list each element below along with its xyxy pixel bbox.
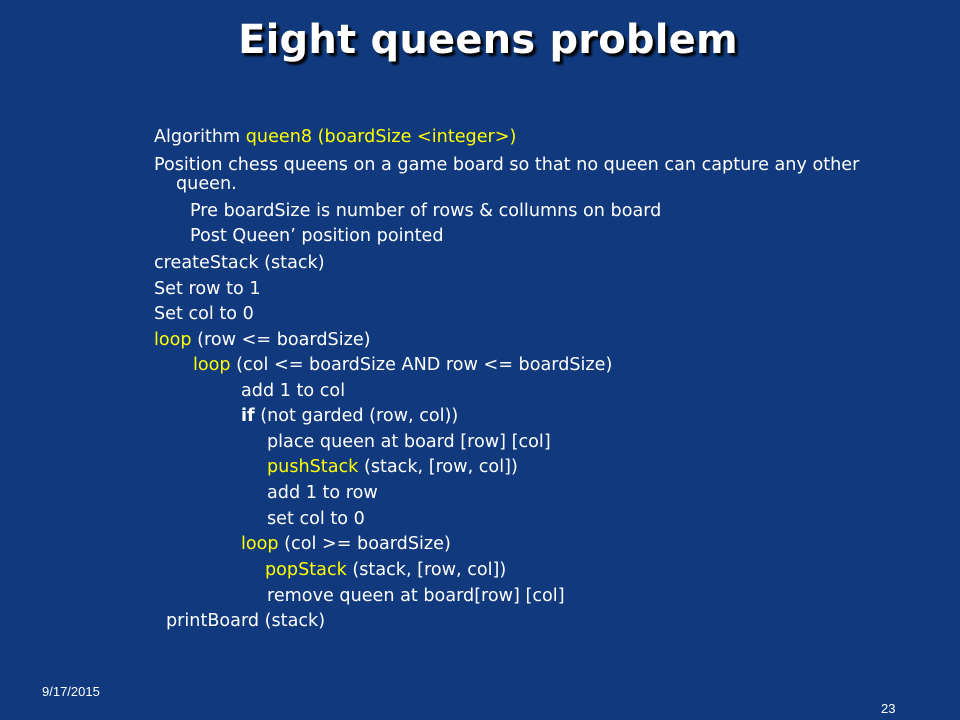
if-line: if (not garded (row, col)) [241,406,458,427]
push-stack-keyword: pushStack [267,457,359,477]
set-col-line: Set col to 0 [154,304,254,324]
if-condition: (not garded (row, col)) [254,406,459,426]
push-stack-args: (stack, [row, col]) [358,457,518,477]
inner-loop-line: loop (col <= boardSize AND row <= boardS… [193,355,612,376]
slide-number: 23 [881,701,896,716]
add-col-line: add 1 to col [241,381,346,401]
inner-loop-keyword: loop [193,355,231,375]
purpose-line-1: Position chess queens on a game board so… [154,155,860,175]
outer-loop-keyword: loop [154,330,192,350]
remove-queen-line: remove queen at board[row] [col] [267,586,565,606]
reset-col-line: set col to 0 [267,509,365,529]
push-stack-line: pushStack (stack, [row, col]) [267,457,518,478]
create-stack-line: createStack (stack) [154,253,325,273]
algorithm-prefix: Algorithm [154,127,246,147]
slide-title: Eight queens problem [238,17,738,63]
add-row-line: add 1 to row [267,483,378,503]
algorithm-header-line: Algorithm queen8 (boardSize <integer>) [154,127,516,148]
loop-back-condition: (col >= boardSize) [278,534,451,554]
purpose-line-2: queen. [176,174,237,194]
loop-back-line: loop (col >= boardSize) [241,534,451,555]
algorithm-signature: queen8 (boardSize <integer>) [245,127,517,147]
slide-date: 9/17/2015 [42,684,100,699]
if-keyword: if [241,406,255,426]
pop-stack-keyword: popStack [265,560,347,580]
place-queen-line: place queen at board [row] [col] [267,432,551,452]
pop-stack-line: popStack (stack, [row, col]) [265,560,506,581]
pop-stack-args: (stack, [row, col]) [346,560,507,580]
outer-loop-line: loop (row <= boardSize) [154,330,371,351]
set-row-line: Set row to 1 [154,279,261,299]
loop-back-keyword: loop [241,534,279,554]
precondition-line: Pre boardSize is number of rows & collum… [190,201,662,221]
print-board-line: printBoard (stack) [166,611,326,631]
postcondition-line: Post Queen’ position pointed [190,226,444,246]
outer-loop-condition: (row <= boardSize) [191,330,371,350]
inner-loop-condition: (col <= boardSize AND row <= boardSize) [230,355,613,375]
